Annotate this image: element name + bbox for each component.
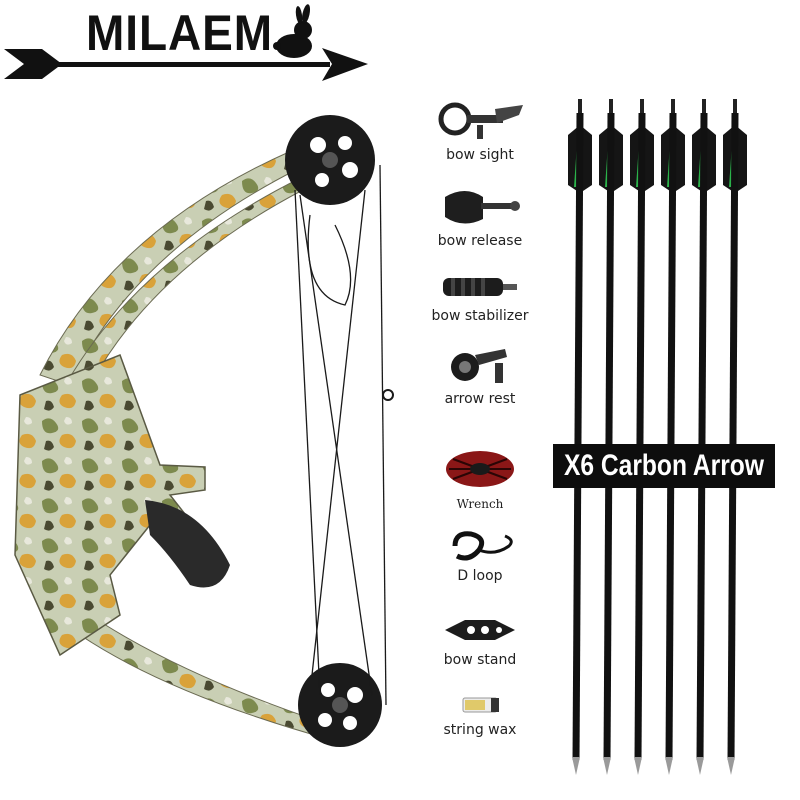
wrench-icon — [446, 451, 514, 487]
bow-release-icon — [445, 191, 520, 224]
carbon-arrow-badge: X6 Carbon Arrow — [553, 444, 775, 488]
accessory-label: Wrench — [456, 497, 504, 511]
string-wax-icon — [462, 697, 499, 713]
accessory-label: arrow rest — [444, 391, 516, 407]
accessory-label: string wax — [443, 722, 517, 738]
arrow-icon — [4, 48, 368, 81]
bow-stand-icon — [445, 620, 515, 640]
bow-stabilizer-icon — [443, 278, 517, 296]
rabbit-icon — [273, 4, 312, 58]
carbon-arrow — [661, 99, 685, 775]
carbon-arrow — [630, 99, 654, 775]
accessory-bow-stabilizer: bow stabilizer — [410, 268, 550, 324]
badge-label: X6 Carbon Arrow — [563, 449, 765, 482]
compound-bow-image — [14, 115, 394, 747]
brand-logo: MILAEM — [0, 0, 380, 95]
accessory-label: bow release — [437, 233, 523, 249]
accessory-label: bow stand — [443, 652, 517, 668]
carbon-arrow — [568, 99, 592, 775]
accessory-d-loop: D loop — [410, 528, 550, 584]
accessory-wrench: Wrench — [410, 445, 550, 511]
accessory-string-wax: string wax — [410, 692, 550, 738]
brand-name: MILAEM — [86, 5, 273, 61]
accessory-arrow-rest: arrow rest — [410, 345, 550, 407]
accessory-label: bow sight — [446, 147, 514, 163]
carbon-arrow — [723, 99, 747, 775]
carbon-arrow — [599, 99, 623, 775]
arrow-rest-icon — [451, 349, 507, 383]
accessory-bow-sight: bow sight — [410, 95, 550, 163]
bow-sight-icon — [438, 102, 523, 139]
carbon-arrow — [692, 99, 716, 775]
accessory-bow-stand: bow stand — [410, 612, 550, 668]
carbon-arrows-image — [568, 99, 747, 775]
accessory-label: D loop — [457, 568, 503, 584]
d-loop-icon — [452, 531, 513, 561]
accessory-label: bow stabilizer — [431, 308, 529, 324]
accessory-bow-release: bow release — [410, 185, 550, 249]
